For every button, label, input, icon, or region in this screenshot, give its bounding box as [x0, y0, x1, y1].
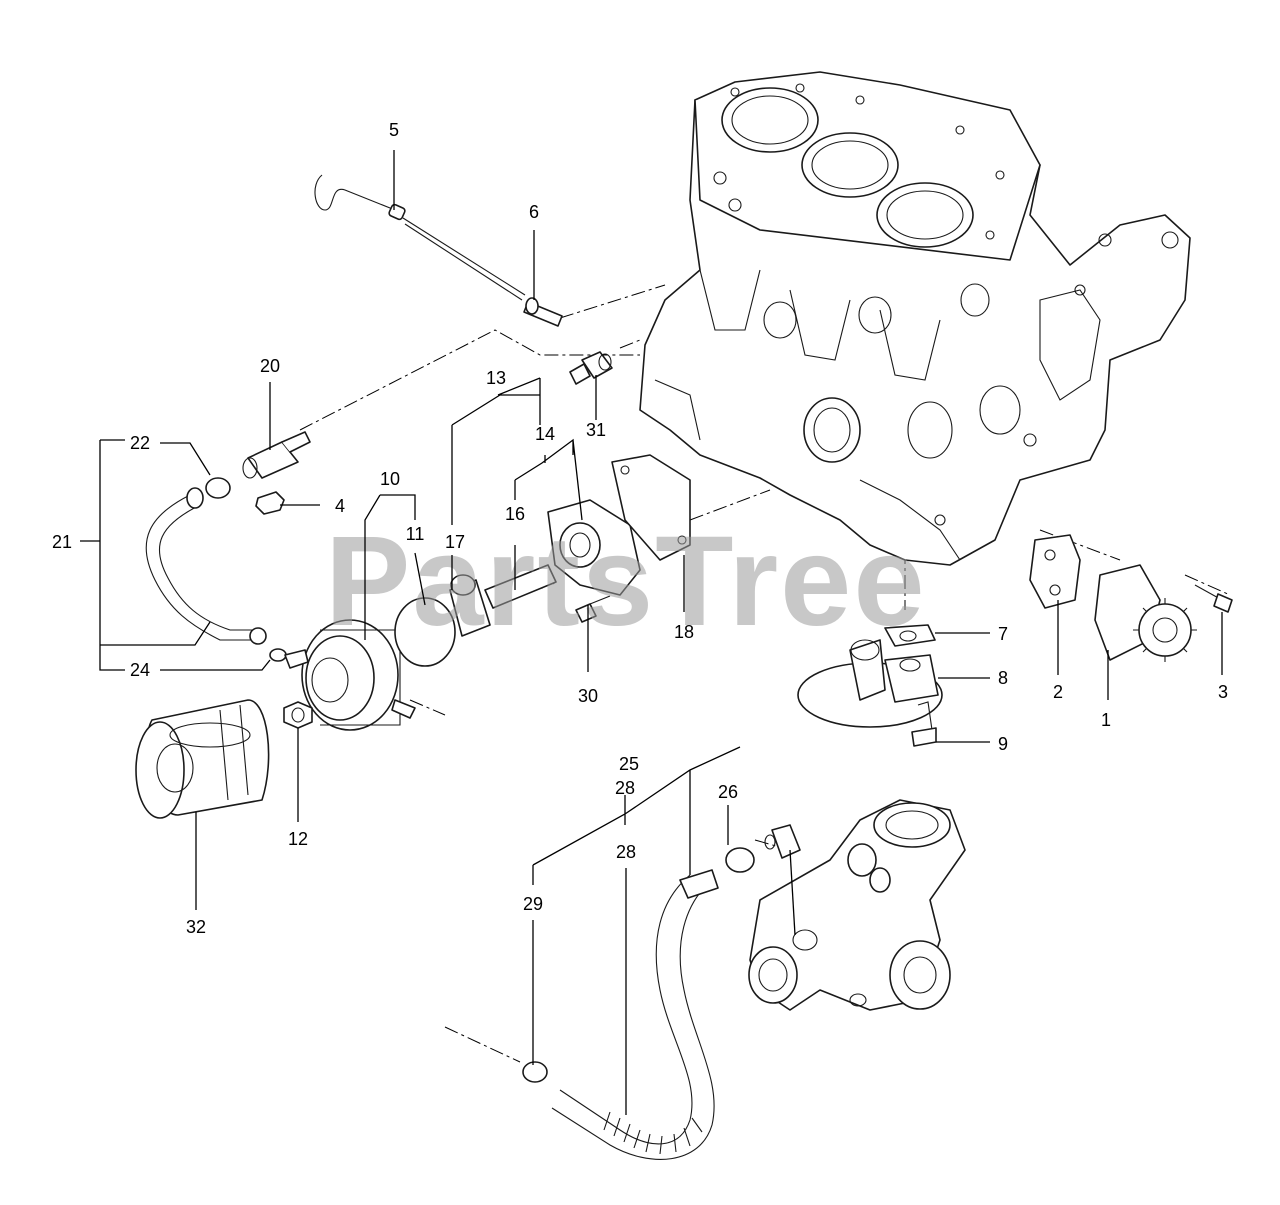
hose-fitting-20: [242, 431, 311, 479]
bolt-9: [911, 701, 937, 747]
callout-2: 2: [1053, 682, 1063, 702]
callout-5: 5: [389, 120, 399, 140]
callout-8: 8: [998, 668, 1008, 688]
callout-18: 18: [674, 622, 694, 642]
callout-21: 21: [52, 532, 72, 552]
dipstick-guide: [523, 297, 563, 327]
callout-31: 31: [586, 420, 606, 440]
callout-14-lower: 28: [615, 778, 635, 798]
bolt-3: [1194, 584, 1233, 613]
callout-25: 25: [619, 754, 639, 774]
callout-6: 6: [529, 202, 539, 222]
callout-17: 17: [445, 532, 465, 552]
elbow-fitting: [764, 824, 801, 859]
callout-24: 24: [130, 660, 150, 680]
nut-12: [283, 701, 313, 729]
callout-14-upper: 14: [535, 424, 555, 444]
callout-20: 20: [260, 356, 280, 376]
water-pump: [748, 799, 966, 1011]
callout-12: 12: [288, 829, 308, 849]
callout-28: 28: [616, 842, 636, 862]
callout-26: 26: [718, 782, 738, 802]
callout-13: 13: [486, 368, 506, 388]
callout-32: 32: [186, 917, 206, 937]
oil-pressure-switch: [569, 351, 613, 385]
hose-clamp-29: [522, 1061, 548, 1083]
relief-spring-16: [484, 564, 557, 609]
watermark: PartsTree: [325, 510, 927, 653]
callout-11: 11: [406, 524, 425, 544]
oil-filter-32: [135, 699, 270, 819]
callout-4: 4: [335, 496, 345, 516]
callout-3: 3: [1218, 682, 1228, 702]
leader-lines: [80, 150, 1223, 1115]
sleeve-17: [449, 574, 491, 637]
o-ring-11: [394, 597, 456, 667]
dipstick: [314, 174, 526, 301]
filter-bracket-14: [547, 499, 641, 596]
bolt-30: [575, 595, 611, 623]
oil-pipe-8: [884, 654, 939, 703]
callout-labels: 5 6 20 13 14 31 22 10 4 16 11 21 17 18 7…: [52, 120, 1228, 937]
oil-hose-21: [145, 487, 287, 662]
oil-pump-1: [1094, 564, 1197, 662]
callout-1: 1: [1101, 710, 1111, 730]
hose-clamp-22: [205, 477, 231, 499]
cylinder-block: [639, 71, 1191, 566]
callout-10: 10: [380, 469, 400, 489]
gasket-18: [611, 454, 691, 561]
callout-29: 29: [523, 894, 543, 914]
pump-gasket-2: [1029, 534, 1081, 609]
callout-30: 30: [578, 686, 598, 706]
water-hose-28: [551, 869, 719, 1160]
hose-clamp-26: [725, 847, 755, 873]
callout-7: 7: [998, 624, 1008, 644]
drain-plug-4: [255, 491, 285, 515]
callout-9: 9: [998, 734, 1008, 754]
callout-22: 22: [130, 433, 150, 453]
gasket-7: [884, 624, 936, 647]
oil-cooler-10: [284, 619, 416, 731]
callout-16: 16: [505, 504, 525, 524]
